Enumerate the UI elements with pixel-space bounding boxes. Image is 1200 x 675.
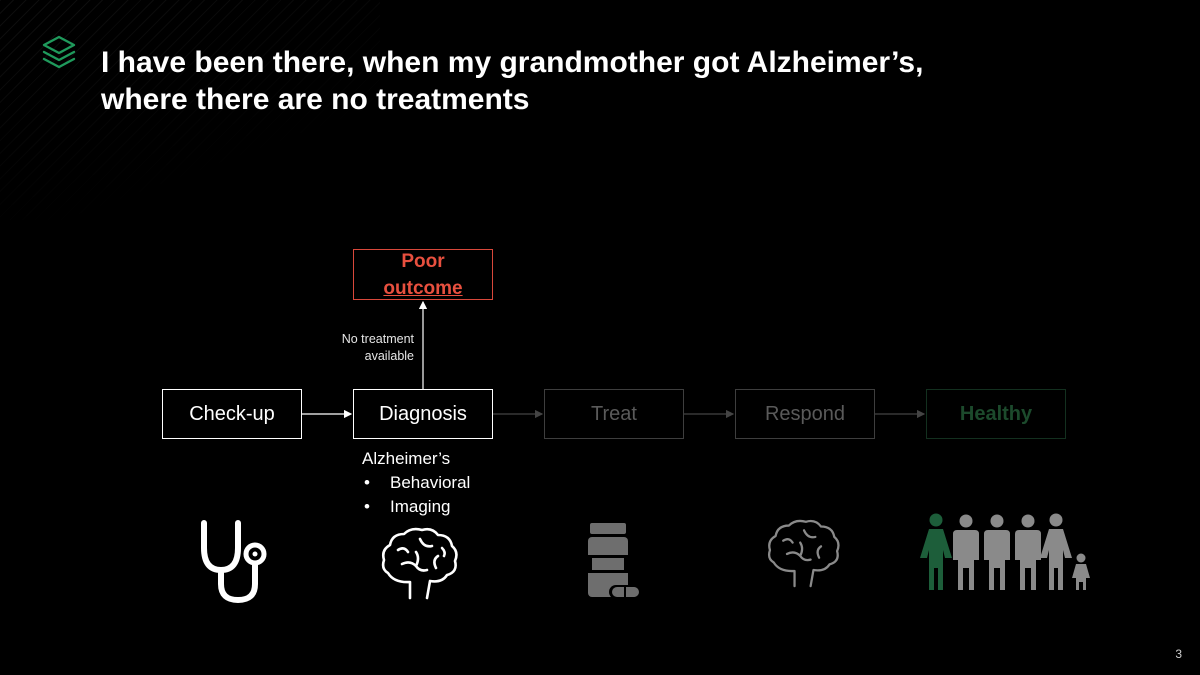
diagnosis-methods-list: Behavioral Imaging [362, 471, 470, 519]
diagnosis-details: Alzheimer’s Behavioral Imaging [362, 447, 470, 519]
note-line-2: available [364, 349, 414, 363]
poor-outcome-line-2: outcome [383, 277, 463, 299]
step-checkup: Check-up [162, 389, 302, 439]
brain-icon [381, 527, 458, 600]
pill-bottle-icon [588, 523, 641, 599]
diagnosis-method-item: Behavioral [364, 471, 470, 495]
step-treat: Treat [544, 389, 684, 439]
step-respond: Respond [735, 389, 875, 439]
layers-logo-icon [42, 35, 76, 69]
step-healthy: Healthy [926, 389, 1066, 439]
title-line-2: where there are no treatments [101, 83, 530, 116]
stethoscope-icon [201, 520, 267, 604]
note-line-1: No treatment [341, 332, 414, 346]
diagnosis-heading: Alzheimer’s [362, 449, 451, 468]
poor-outcome-line-1: Poor [401, 250, 445, 272]
slide-title: I have been there, when my grandmother g… [101, 44, 1141, 118]
step-diagnosis: Diagnosis [353, 389, 493, 439]
brain-outline-icon [767, 519, 840, 588]
poor-outcome-box: Poor outcome [353, 249, 493, 300]
background-hatch [0, 0, 380, 220]
family-icon [920, 513, 1090, 590]
title-line-1: I have been there, when my grandmother g… [101, 46, 924, 79]
diagnosis-method-item: Imaging [364, 495, 470, 519]
page-number: 3 [1175, 647, 1182, 661]
no-treatment-note: No treatment available [290, 331, 414, 365]
